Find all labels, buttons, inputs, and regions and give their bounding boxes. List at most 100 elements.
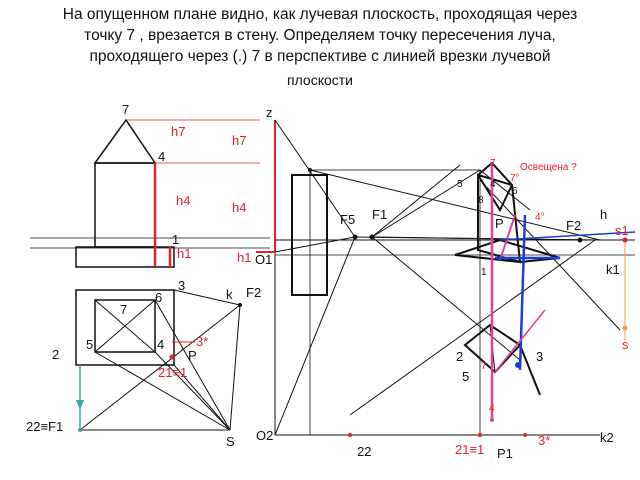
persp-point-22 [348, 433, 352, 437]
persp-ray-2 [274, 236, 356, 253]
persp-point-f1 [369, 234, 375, 240]
plan-label-3star: 3* [196, 334, 209, 349]
plan-label-k: k [226, 287, 233, 302]
persp-ray-8 [371, 236, 581, 241]
persp-label-o1: O1 [255, 252, 273, 267]
plan-label-2: 2 [52, 347, 60, 362]
title-line-1: На опущенном плане видно, как лучевая пл… [62, 6, 578, 23]
persp-label-8: 8 [478, 195, 484, 206]
plan-label-5: 5 [86, 337, 94, 352]
persp-blue-ray [499, 231, 636, 241]
plan-label-7: 7 [120, 302, 128, 317]
persp-plan-edge [519, 344, 541, 396]
persp-label-5: 5 [457, 179, 463, 190]
plan-label-4: 4 [157, 337, 165, 352]
plan-ray-plane [79, 304, 241, 431]
perspective-view [256, 119, 636, 437]
persp-label-7: 7 [490, 158, 496, 169]
elev-label-h1: h1 [177, 246, 192, 261]
persp-label-7s: 7° [510, 173, 520, 184]
persp-label-1: 1 [481, 267, 487, 278]
plan-line-3 [173, 289, 241, 306]
persp-point-4 [490, 418, 494, 422]
plan-inner [94, 299, 156, 353]
plan-label-f2: F2 [246, 285, 262, 300]
elev-label-4: 4 [158, 149, 166, 164]
page-title: На опущенном плане видно, как лучевая пл… [0, 4, 640, 91]
elevation-wall [94, 162, 156, 248]
persp-label-f2: F2 [566, 218, 582, 233]
persp-frame [309, 169, 481, 436]
persp-point-6 [515, 362, 521, 368]
plan-label-p: P [188, 348, 197, 363]
plan-point-p [169, 354, 175, 360]
plan-point-f2 [238, 303, 242, 307]
persp-wall-left [291, 174, 328, 296]
persp-label-s1: s1 [615, 223, 629, 238]
persp-point-z [308, 168, 312, 172]
persp-label-2: 2 [456, 349, 464, 364]
persp-ray-3 [274, 236, 356, 436]
persp-point-f2 [577, 237, 583, 243]
persp-label-4: 4 [490, 179, 496, 190]
persp-label-z: z [266, 105, 273, 120]
title-line-4: плоскости [287, 72, 353, 88]
persp-label-5b: 5 [462, 369, 470, 384]
plan-label-6: 6 [155, 290, 163, 305]
persp-label-3: 3 [536, 349, 544, 364]
plan-point-f1 [78, 428, 82, 432]
persp-label-k2: k2 [600, 430, 614, 445]
persp-ray-5 [371, 164, 461, 238]
persp-pink-line-2 [499, 214, 516, 261]
plan-line-5 [94, 351, 231, 431]
persp-label-h4: h4 [232, 200, 247, 215]
persp-point-f5 [352, 234, 358, 240]
persp-label-s: s [622, 337, 629, 352]
plan-line-2 [173, 364, 231, 431]
persp-label-6: 6 [512, 186, 518, 197]
elevation-base [75, 246, 175, 268]
persp-label-p: P [495, 216, 504, 231]
plan-line-6 [154, 299, 231, 431]
persp-label-lit: Освещена ? [520, 162, 577, 173]
plan-diag-2 [94, 299, 156, 353]
persp-label-k1: k1 [606, 262, 620, 277]
elev-label-h7: h7 [171, 124, 186, 139]
persp-ray-1 [274, 119, 356, 238]
persp-label-o2: O2 [256, 428, 274, 443]
plan-label-21: 21≡1 [158, 365, 188, 380]
persp-label-f5: F5 [340, 212, 356, 227]
plan-outer [75, 289, 175, 366]
persp-ray-12 [479, 169, 531, 211]
persp-label-22: 22 [357, 444, 372, 459]
persp-label-h7: h7 [232, 133, 247, 148]
plan-label-s: S [226, 434, 235, 449]
elevation-view [30, 118, 270, 268]
persp-label-h1: h1 [237, 250, 252, 265]
plan-view [75, 289, 242, 432]
title-line-3: проходящего через (.) 7 в перспективе с … [89, 48, 551, 65]
elev-label-h4: h4 [176, 193, 191, 208]
persp-label-f1: F1 [372, 207, 388, 222]
plan-arrow-head [76, 400, 84, 410]
elevation-roof [93, 118, 157, 164]
title-line-2: точку 7 , врезается в стену. Определяем … [84, 27, 556, 44]
elev-label-7: 7 [122, 102, 130, 117]
plan-label-3: 3 [178, 278, 186, 293]
persp-ray-6 [371, 169, 481, 238]
persp-label-21: 21≡1 [455, 442, 485, 457]
persp-point-21 [478, 433, 482, 437]
persp-pink-ray [494, 309, 546, 373]
persp-ray-7 [371, 236, 521, 361]
persp-label-4s: 4° [535, 212, 545, 223]
persp-label-4b: 4 [489, 403, 495, 414]
persp-blue-vertical [518, 214, 527, 371]
persp-point-p1 [523, 433, 527, 437]
persp-point-s1 [622, 237, 628, 243]
persp-label-h: h [600, 207, 608, 222]
persp-label-3star: 3* [538, 433, 551, 448]
plan-line-4 [154, 351, 231, 431]
persp-ray-10 [349, 239, 596, 416]
elev-label-1: 1 [172, 232, 180, 247]
